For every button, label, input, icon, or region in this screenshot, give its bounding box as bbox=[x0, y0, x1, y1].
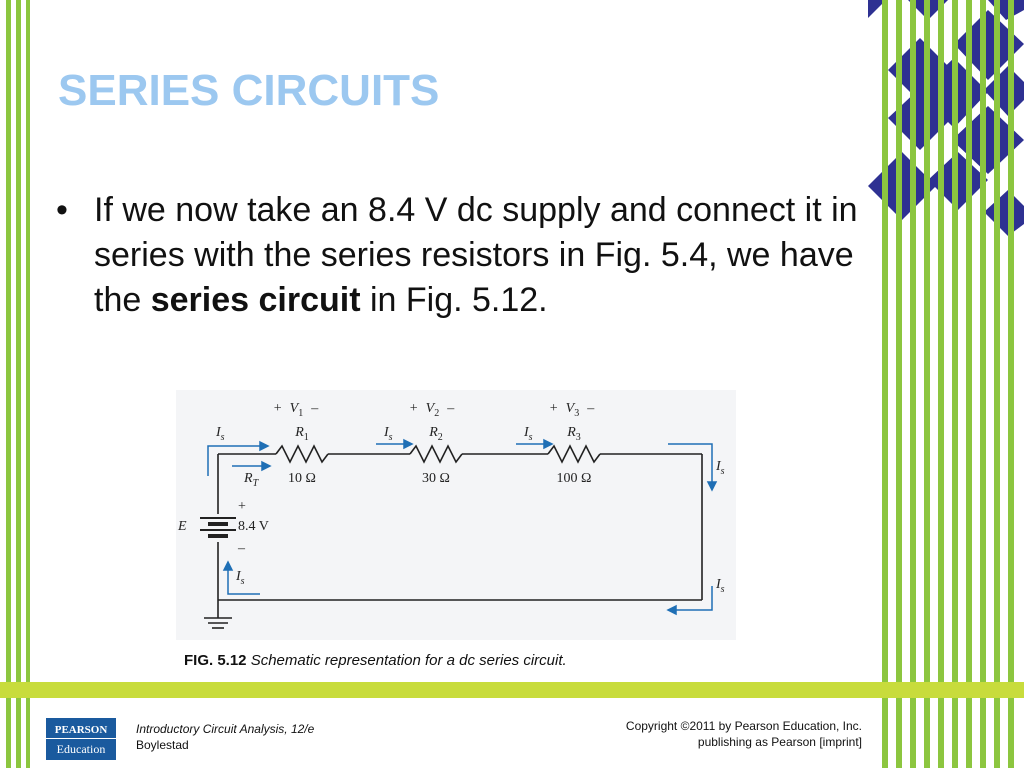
current-label-r2-r3: Is bbox=[523, 425, 533, 443]
total-resistance-label: RT bbox=[243, 471, 260, 489]
current-label-right-bottom: Is bbox=[715, 577, 725, 595]
vertical-green-bars bbox=[882, 0, 1014, 768]
svg-text:Education: Education bbox=[57, 742, 106, 756]
right-stripe-decoration bbox=[868, 0, 1024, 768]
copyright-line-2: publishing as Pearson [imprint] bbox=[697, 735, 862, 749]
source-value: 8.4 V bbox=[238, 519, 269, 534]
source-plus: + bbox=[238, 499, 246, 514]
bullet-marker: • bbox=[56, 191, 68, 229]
caption-label: FIG. 5.12 bbox=[184, 652, 247, 669]
battery-symbol bbox=[200, 517, 236, 538]
v1-label: +V1– bbox=[274, 401, 319, 419]
source-minus: – bbox=[237, 541, 246, 556]
r3-value: 100 Ω bbox=[557, 471, 592, 486]
bullet-text-after: in Fig. 5.12. bbox=[360, 281, 548, 319]
current-label-top-left: Is bbox=[215, 425, 225, 443]
current-label-r1-r2: Is bbox=[383, 425, 393, 443]
bullet-point: • If we now take an 8.4 V dc supply and … bbox=[56, 188, 876, 323]
copyright-notice: Copyright ©2011 by Pearson Education, In… bbox=[626, 718, 862, 750]
bullet-text-bold: series circuit bbox=[150, 281, 361, 319]
r1-label: R1 bbox=[294, 425, 309, 443]
bullet-text: If we now take an 8.4 V dc supply and co… bbox=[94, 188, 876, 323]
figure-caption: FIG. 5.12 Schematic representation for a… bbox=[184, 652, 567, 669]
r1-value: 10 Ω bbox=[288, 471, 316, 486]
source-label: E bbox=[177, 519, 187, 534]
pearson-logo: PEARSON Education bbox=[46, 718, 116, 760]
diamond-pattern bbox=[868, 0, 1024, 236]
current-label-left: Is bbox=[235, 569, 245, 587]
book-author: Boylestad bbox=[136, 738, 189, 752]
left-stripe-decoration bbox=[6, 0, 30, 768]
r2-value: 30 Ω bbox=[422, 471, 450, 486]
r2-label: R2 bbox=[428, 425, 443, 443]
v2-label: +V2– bbox=[410, 401, 455, 419]
v3-label: +V3– bbox=[550, 401, 595, 419]
current-arrows bbox=[207, 438, 718, 616]
slide-title: SERIES CIRCUITS bbox=[58, 66, 440, 115]
copyright-line-1: Copyright ©2011 by Pearson Education, In… bbox=[625, 719, 862, 733]
circuit-schematic: +V1– R1 10 Ω +V2– R2 30 Ω +V3– R3 100 Ω … bbox=[176, 390, 736, 640]
bullet-text-before: If we now take an 8.4 V dc supply and co… bbox=[94, 191, 858, 319]
svg-text:PEARSON: PEARSON bbox=[55, 724, 108, 736]
bottom-band-decoration bbox=[0, 682, 1024, 698]
book-info: Introductory Circuit Analysis, 12/e Boyl… bbox=[136, 721, 314, 753]
r3-label: R3 bbox=[566, 425, 581, 443]
book-title: Introductory Circuit Analysis, 12/e bbox=[136, 722, 315, 736]
circuit-wires bbox=[204, 444, 703, 629]
current-label-right-top: Is bbox=[715, 459, 725, 477]
caption-text: Schematic representation for a dc series… bbox=[246, 652, 567, 669]
